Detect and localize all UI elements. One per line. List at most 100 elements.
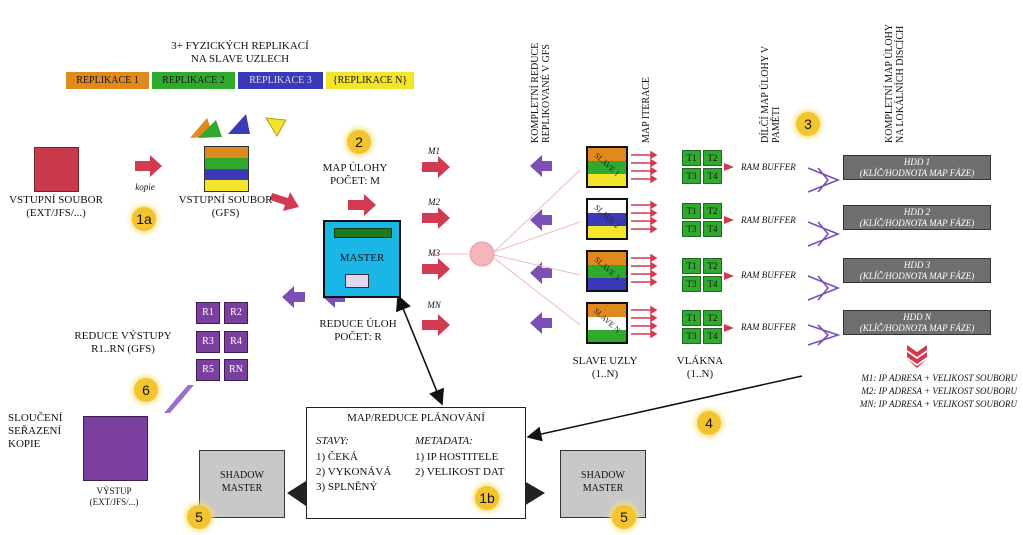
- shadow-master-left-line1: SHADOW: [220, 470, 264, 481]
- step-badge-5-left: 5: [187, 505, 211, 529]
- state-item: 3) SPLNĚNÝ: [316, 481, 378, 493]
- step-badge-6: 6: [134, 378, 158, 402]
- slaves-footer-line2: (1..N): [591, 368, 619, 380]
- hdd-3: HDD 3 (KLÍČ/HODNOTA MAP FÁZE): [843, 258, 991, 283]
- gfs-input-label: VSTUPNÍ SOUBOR (GFS): [168, 194, 283, 220]
- shadow-master-left-pointer: [287, 481, 306, 506]
- slave-node-1: SLAVE 1: [586, 146, 628, 188]
- thread-t3: T3: [682, 168, 701, 184]
- hdd-3-detail: (KLÍČ/HODNOTA MAP FÁZE): [859, 271, 975, 281]
- ram-buffer-n: RAM BUFFER: [741, 322, 796, 332]
- map-label-m3: M3: [428, 248, 440, 258]
- reduce-output-rn: RN: [224, 359, 248, 381]
- state-item: 1) ČEKÁ: [316, 451, 358, 463]
- local-input-file: [34, 147, 79, 192]
- hdd-1-detail: (KLÍČ/HODNOTA MAP FÁZE): [859, 168, 975, 178]
- thread-t2: T2: [703, 150, 722, 166]
- reduce-output-r1: R1: [196, 302, 220, 324]
- replica-label-1: REPLIKACE 1: [66, 72, 149, 89]
- reduce-output-r3: R3: [196, 331, 220, 353]
- thread-group-2: T1 T2 T3 T4: [682, 203, 724, 239]
- step-badge-1a: 1a: [132, 207, 156, 231]
- reduce-output-r5: R5: [196, 359, 220, 381]
- thread-t1: T1: [682, 203, 701, 219]
- slave-node-2: SLAVE 2: [586, 198, 628, 240]
- thread-to-buffer-arrows: [724, 163, 734, 332]
- hdd-n-name: HDD N: [903, 312, 931, 322]
- report-line: M1: IP ADRESA + VELIKOST SOUBORU: [861, 373, 1017, 383]
- merged-output-file: [83, 416, 148, 481]
- map-tasks-line1: MAP ÚLOHY: [322, 162, 388, 174]
- hdd-n: HDD N (KLÍČ/HODNOTA MAP FÁZE): [843, 310, 991, 335]
- report-lines: M1: IP ADRESA + VELIKOST SOUBORU M2: IP …: [812, 372, 1017, 411]
- ram-buffer-1: RAM BUFFER: [741, 162, 796, 172]
- master-node: MASTER: [323, 220, 401, 298]
- map-label-m1: M1: [428, 146, 440, 156]
- slave-node-3: SLAVE 3: [586, 250, 628, 292]
- ram-buffer-2: RAM BUFFER: [741, 215, 796, 225]
- step-badge-3: 3: [796, 112, 820, 136]
- partial-map-header: DÍLČÍ MAP ÚLOHY V PAMĚTI: [760, 46, 782, 143]
- merged-output-line2: (EXT/JFS/...): [89, 497, 139, 507]
- local-input-line1: VSTUPNÍ SOUBOR: [9, 194, 103, 206]
- thread-t1: T1: [682, 310, 701, 326]
- hdd-2-name: HDD 2: [903, 207, 931, 217]
- reduce-tasks-line2: POČET: R: [334, 331, 382, 343]
- shadow-master-right-pointer: [524, 481, 545, 506]
- slaves-footer: SLAVE UZLY (1..N): [555, 355, 655, 381]
- hdd-n-detail: (KLÍČ/HODNOTA MAP FÁZE): [859, 323, 975, 333]
- slave-connector: [430, 169, 581, 326]
- thread-t3: T3: [682, 221, 701, 237]
- thread-t4: T4: [703, 328, 722, 344]
- report-line: MN: IP ADRESA + VELIKOST SOUBORU: [859, 399, 1017, 409]
- copy-label: kopie: [135, 182, 155, 192]
- metadata-item: 1) IP HOSTITELE: [415, 451, 499, 463]
- slaves-footer-line1: SLAVE UZLY: [572, 355, 638, 367]
- map-label-m2: M2: [428, 197, 440, 207]
- slave-node-n: SLAVE N: [586, 302, 628, 344]
- replications-title-line2: NA SLAVE UZLECH: [190, 53, 290, 65]
- thread-t4: T4: [703, 221, 722, 237]
- hdd-3-name: HDD 3: [903, 260, 931, 270]
- scheduling-panel: MAP/REDUCE PLÁNOVÁNÍ STAVY: 1) ČEKÁ 2) V…: [306, 407, 526, 519]
- replica-triangles: [190, 114, 287, 138]
- metadata-item: 2) VELIKOST DAT: [415, 466, 505, 478]
- gfs-input-line1: VSTUPNÍ SOUBOR: [178, 194, 273, 206]
- replica-label-2: REPLIKACE 2: [152, 72, 235, 89]
- complete-map-header: KOMPLETNÍ MAP ÚLOHY NA LOKÁLNÍCH DISCÍCH: [884, 24, 906, 143]
- merged-output-line1: VÝSTUP: [96, 486, 132, 496]
- local-input-label: VSTUPNÍ SOUBOR (EXT/JFS/...): [0, 194, 112, 220]
- merge-line2: SEŘAZENÍ: [8, 425, 62, 437]
- states-header: STAVY:: [316, 435, 349, 447]
- thread-t2: T2: [703, 258, 722, 274]
- ram-buffer-3: RAM BUFFER: [741, 270, 796, 280]
- hdd-2-detail: (KLÍČ/HODNOTA MAP FÁZE): [859, 218, 975, 228]
- threads-footer: VLÁKNA (1..N): [660, 355, 740, 381]
- reduce-output-r4: R4: [224, 331, 248, 353]
- merge-line3: KOPIE: [8, 438, 41, 450]
- shadow-master-right-line1: SHADOW: [581, 470, 625, 481]
- map-label-mn: MN: [427, 300, 441, 310]
- step-badge-5-right: 5: [612, 505, 636, 529]
- thread-t2: T2: [703, 310, 722, 326]
- master-disk-icon: [345, 274, 369, 288]
- thread-t4: T4: [703, 276, 722, 292]
- threads-footer-line2: (1..N): [686, 368, 714, 380]
- state-item: 2) VYKONÁVÁ: [316, 466, 392, 478]
- threads-footer-line1: VLÁKNA: [676, 355, 724, 367]
- thread-t4: T4: [703, 168, 722, 184]
- reduce-output-r2: R2: [224, 302, 248, 324]
- merge-line1: SLOUČENÍ: [8, 412, 63, 424]
- map-iteration-arrows: [631, 150, 658, 339]
- merge-chevrons: [164, 385, 194, 413]
- merge-label: SLOUČENÍ SEŘAZENÍ KOPIE: [8, 412, 80, 451]
- thread-t3: T3: [682, 276, 701, 292]
- hdd-1-name: HDD 1: [903, 157, 931, 167]
- map-tasks-label: MAP ÚLOHY POČET: M: [305, 162, 405, 188]
- thread-t2: T2: [703, 203, 722, 219]
- reduce-outputs-line1: REDUCE VÝSTUPY: [74, 330, 172, 342]
- gfs-input-line2: (GFS): [211, 207, 240, 219]
- hdd-2: HDD 2 (KLÍČ/HODNOTA MAP FÁZE): [843, 205, 991, 230]
- shadow-master-left: SHADOW MASTER: [199, 450, 285, 518]
